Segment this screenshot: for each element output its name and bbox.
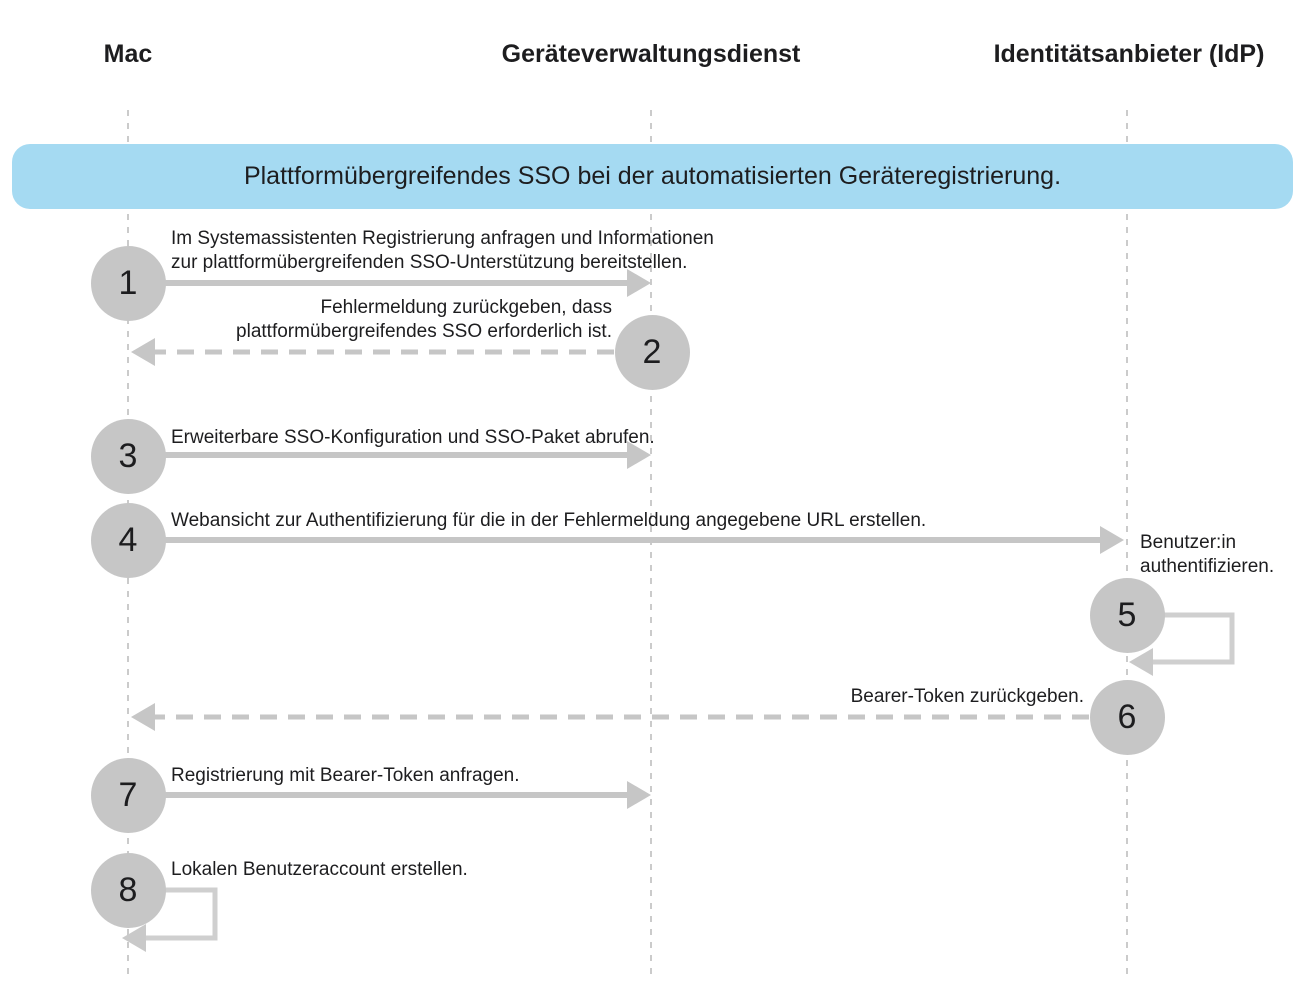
arrow-step-2 <box>131 338 614 366</box>
step-circle-6: 6 <box>1089 679 1165 755</box>
arrow-step-1 <box>165 269 651 297</box>
step-circle-1: 1 <box>90 245 166 321</box>
arrow-step-7 <box>165 781 651 809</box>
diagram-title: Plattformübergreifendes SSO bei der auto… <box>243 162 1062 190</box>
actor-label-identity-provider: Identitätsanbieter (IdP) <box>993 40 1265 68</box>
arrow-step-8-self-loop <box>122 887 218 952</box>
step-circle-2: 2 <box>614 314 690 390</box>
step-circle-5: 5 <box>1089 577 1165 653</box>
arrow-step-5-self-loop <box>1129 612 1235 676</box>
actor-label-mac: Mac <box>103 40 153 68</box>
step-circle-7: 7 <box>90 757 166 833</box>
step-circle-4: 4 <box>90 502 166 578</box>
step-8-label: Lokalen Benutzeraccount erstellen. <box>171 859 468 880</box>
title-banner: Plattformübergreifendes SSO bei der auto… <box>12 144 1293 209</box>
arrow-step-6 <box>131 703 1089 731</box>
step-5-label: Benutzer:in authentifizieren. <box>1140 532 1275 577</box>
step-3-label: Erweiterbare SSO-Konfiguration und SSO-P… <box>171 427 655 448</box>
step-1-label: Im Systemassistenten Registrierung anfra… <box>171 228 714 273</box>
step-2-label: Fehlermeldung zurückgeben, dass plattfor… <box>236 297 612 342</box>
step-4-label: Webansicht zur Authentifizierung für die… <box>171 510 927 531</box>
step-7-label: Registrierung mit Bearer-Token anfragen. <box>171 765 520 786</box>
step-circle-8: 8 <box>90 852 166 928</box>
arrow-step-4 <box>165 526 1124 554</box>
step-6-label: Bearer-Token zurückgeben. <box>850 686 1084 707</box>
actor-label-device-management: Geräteverwaltungsdienst <box>501 40 801 68</box>
arrow-step-3 <box>165 441 651 469</box>
step-circle-3: 3 <box>90 418 166 494</box>
